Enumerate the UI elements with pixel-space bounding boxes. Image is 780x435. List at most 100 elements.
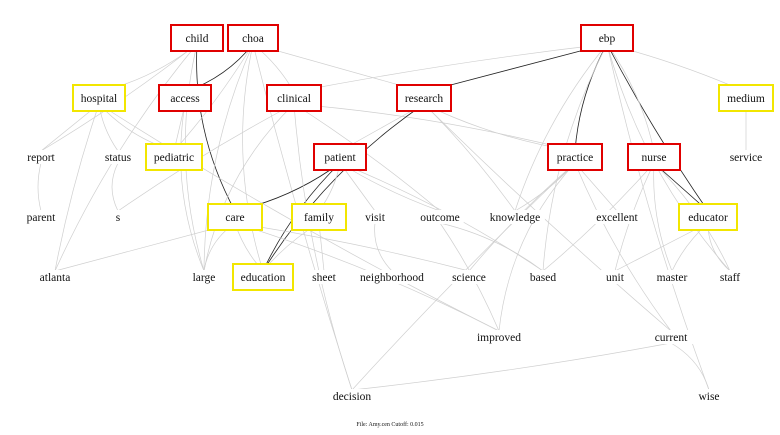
node-bg-unit [600,270,630,284]
node-label-parent: parent [27,212,57,224]
node-box-education [232,263,294,291]
node-box-practice [547,143,603,171]
node-large: large [186,270,222,284]
node-excellent: excellent [587,210,647,224]
node-label-ebp: ebp [599,33,616,45]
node-box-educator [678,203,738,231]
node-service: service [722,150,770,164]
node-hospital: hospital [72,84,126,112]
node-label-staff: staff [720,272,740,284]
node-master: master [651,270,693,284]
node-label-medium: medium [727,93,765,105]
edge-status-s [111,162,119,212]
node-bg-decision [325,389,379,403]
node-label-access: access [170,93,200,105]
node-bg-parent [20,210,62,224]
node-label-excellent: excellent [596,212,638,224]
node-box-hospital [72,84,126,112]
edge-research-current [423,103,672,332]
node-box-patient [313,143,367,171]
node-parent: parent [20,210,62,224]
node-label-practice: practice [557,152,593,164]
node-educator: educator [678,203,738,231]
node-label-visit: visit [365,212,386,224]
node-science: science [445,270,493,284]
node-box-research [396,84,452,112]
node-pediatric: pediatric [145,143,203,171]
node-bg-atlanta [31,270,79,284]
node-label-care: care [225,212,244,224]
node-label-hospital: hospital [81,93,117,105]
edge-ebp-educator [606,43,709,212]
node-improved: improved [472,330,526,344]
node-bg-science [445,270,493,284]
node-label-status: status [105,152,132,164]
node-education: education [232,263,294,291]
edge-choa-education [242,43,264,272]
node-label-educator: educator [688,212,728,224]
node-label-master: master [657,272,688,284]
node-neighborhood: neighborhood [352,270,432,284]
edge-hospital-atlanta [54,103,100,272]
node-bg-status [97,150,139,164]
node-box-child [170,24,224,52]
node-label-decision: decision [333,391,372,403]
edge-ebp-wise [606,43,710,391]
node-box-pediatric [145,143,203,171]
edge-access-large [180,103,205,272]
edge-clinical-practice [293,103,576,152]
node-medium: medium [718,84,774,112]
edge-clinical-large [203,103,295,272]
edge-clinical-decision [293,103,353,391]
node-child: child [170,24,224,52]
node-status: status [97,150,139,164]
node-based: based [525,270,561,284]
node-sheet: sheet [306,270,342,284]
node-label-knowledge: knowledge [490,212,540,224]
node-wise: wise [694,389,724,403]
edge-clinical-outcome [293,103,441,212]
node-label-improved: improved [477,332,521,344]
edge-research-education [262,103,425,272]
node-label-research: research [405,93,444,105]
node-bg-sheet [306,270,342,284]
node-bg-master [651,270,693,284]
node-bg-excellent [587,210,647,224]
edge-ebp-clinical [293,43,608,93]
node-label-large: large [193,272,216,284]
edge-outcome-based [439,222,544,272]
node-choa: choa [227,24,279,52]
node-bg-improved [472,330,526,344]
node-bg-staff [712,270,748,284]
edge-ebp-practice [574,43,608,152]
node-access: access [158,84,212,112]
node-label-wise: wise [698,391,719,403]
node-clinical: clinical [266,84,322,112]
edge-practice-improved [498,162,576,332]
node-box-care [207,203,263,231]
edge-clinical-s [117,103,295,212]
node-label-service: service [730,152,763,164]
edge-choa-pediatric [173,43,254,152]
node-family: family [291,203,347,231]
node-bg-visit [357,210,393,224]
node-label-clinical: clinical [277,93,311,105]
node-box-choa [227,24,279,52]
node-bg-outcome [416,210,464,224]
node-bg-large [186,270,222,284]
node-staff: staff [712,270,748,284]
edge-practice-current [574,162,672,332]
node-label-pediatric: pediatric [154,152,194,164]
edge-research-knowledge [423,103,516,212]
node-label-science: science [452,272,486,284]
node-research: research [396,84,452,112]
node-knowledge: knowledge [485,210,545,224]
node-label-nurse: nurse [642,152,667,164]
node-box-access [158,84,212,112]
node-bg-report [20,150,62,164]
node-label-patient: patient [324,152,356,164]
edge-current-wise [670,342,710,391]
node-current: current [647,330,695,344]
node-label-atlanta: atlanta [40,272,71,284]
